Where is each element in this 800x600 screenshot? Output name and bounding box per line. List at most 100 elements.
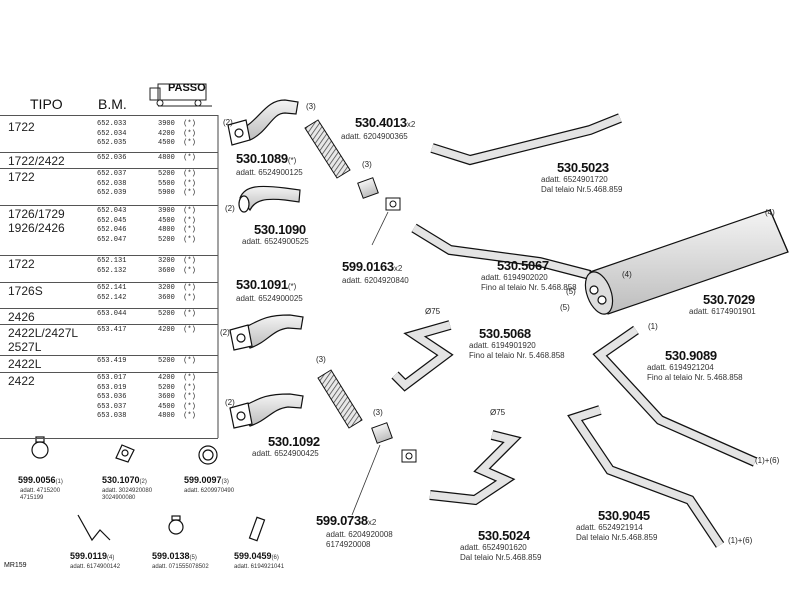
diameter-75: Ø75 xyxy=(490,408,506,417)
table-cell-tipo: 1722 xyxy=(8,120,35,134)
table-cell-tipo: 1722/2422 xyxy=(8,154,65,168)
table-cell-bm: 652.141 652.142 xyxy=(97,284,127,302)
accessory-530-1070: 530.1070(2) adatt. 3024920080 3024900080 xyxy=(102,475,153,501)
table-row-rule xyxy=(0,168,218,169)
table-cell-bm: 652.131 652.132 xyxy=(97,257,127,275)
pipe-5023 xyxy=(430,113,622,166)
part-599-0738: 599.0738x2 adatt. 6204920008 6174920008 xyxy=(316,513,393,549)
table-row-rule xyxy=(0,255,218,256)
table-cell-bm: 652.033 652.034 652.035 xyxy=(97,120,127,147)
table-cell-tipo: 1722 xyxy=(8,257,35,271)
table-cell-passo: 3200 (*) 3600 (*) xyxy=(158,257,196,275)
part-530-5068: 530.5068 adatt. 6194901920 Fino al telai… xyxy=(469,326,565,360)
part-530-9089: 530.9089 adatt. 6194921204 Fino al telai… xyxy=(647,348,743,382)
muffler-7029 xyxy=(584,209,789,315)
part-530-1091: 530.1091(*) adatt. 6524900025 xyxy=(236,277,303,303)
table-cell-bm: 653.044 xyxy=(97,310,127,318)
table-row-rule xyxy=(0,152,218,153)
table-cell-passo: 5200 (*) xyxy=(158,357,196,365)
diameter-75: Ø75 xyxy=(425,307,441,316)
table-cell-passo: 4200 (*) xyxy=(158,326,196,334)
callout-2: (2) xyxy=(220,328,230,337)
table-cell-bm: 652.037 652.038 652.039 xyxy=(97,170,127,197)
part-530-4013: 530.4013x2 adatt. 6204900365 xyxy=(341,115,416,141)
accessory-599-0056: 599.0056(1) adatt. 4715200 4715199 xyxy=(18,475,63,501)
callout-5: (5) xyxy=(566,287,576,296)
table-cell-passo: 5200 (*) xyxy=(158,310,196,318)
leader-lines xyxy=(351,211,389,516)
table-row-rule xyxy=(0,324,218,325)
table-row-rule xyxy=(0,205,218,206)
pipe-9045 xyxy=(567,405,725,548)
table-row-rule xyxy=(0,355,218,356)
callout-1-6: (1)+(6) xyxy=(728,536,753,545)
elbow-pipe-1091 xyxy=(229,314,304,351)
elbow-pipe-1089 xyxy=(227,99,299,146)
flex-hose-4013 xyxy=(304,119,351,179)
table-row-rule xyxy=(0,308,218,309)
table-cell-bm: 653.417 xyxy=(97,326,127,334)
accessory-599-0138: 599.0138(5) adatt. 071555078502 xyxy=(152,551,209,570)
accessory-599-0119: 599.0119(4) adatt. 6174900142 xyxy=(70,551,121,570)
table-cell-tipo: 2422 xyxy=(8,374,35,388)
elbow-pipe-1090 xyxy=(238,185,301,213)
callout-2: (2) xyxy=(225,204,235,213)
pipe-9089 xyxy=(592,325,758,467)
table-row-rule xyxy=(0,438,218,439)
col-header-bm: B.M. xyxy=(98,96,127,112)
col-header-passo: PASSO xyxy=(168,82,206,94)
col-header-tipo: TIPO xyxy=(30,96,63,112)
table-cell-tipo: 2422L/2427L 2527L xyxy=(8,326,79,354)
callout-3: (3) xyxy=(362,160,372,169)
elbow-pipe-1092 xyxy=(229,393,304,429)
table-cell-tipo: 2422L xyxy=(8,357,42,371)
pipe-5068 xyxy=(391,320,454,392)
table-cell-passo: 4800 (*) xyxy=(158,154,196,162)
accessory-icons xyxy=(31,436,266,542)
table-cell-passo: 3900 (*) 4500 (*) 4800 (*) 5200 (*) xyxy=(158,207,196,244)
table-cell-passo: 4200 (*) 5200 (*) 3600 (*) 4500 (*) 4800… xyxy=(158,374,196,420)
table-cell-tipo: 1726S xyxy=(8,284,43,298)
part-530-5067: 530.5067 adatt. 6194902020 Fino al telai… xyxy=(481,258,577,292)
table-cell-tipo: 1726/1729 1926/2426 xyxy=(8,207,65,235)
table-cell-bm: 653.419 xyxy=(97,357,127,365)
callout-4: (4) xyxy=(622,270,632,279)
table-header-rule xyxy=(0,115,218,116)
table-row-rule xyxy=(0,372,218,373)
table-cell-passo: 3200 (*) 3600 (*) xyxy=(158,284,196,302)
table-cell-tipo: 2426 xyxy=(8,310,35,324)
part-530-9045: 530.9045 adatt. 6524921914 Dal telaio Nr… xyxy=(576,508,658,542)
callout-3: (3) xyxy=(373,408,383,417)
part-530-1090: 530.1090 adatt. 6524900525 xyxy=(242,222,309,246)
callout-5: (5) xyxy=(560,303,570,312)
table-cell-bm: 653.017 653.019 653.036 653.037 653.038 xyxy=(97,374,127,420)
callout-2: (2) xyxy=(225,398,235,407)
pipe-5067 xyxy=(411,223,592,280)
clamps xyxy=(385,197,417,463)
callout-4: (4) xyxy=(765,208,775,217)
table-cell-passo: 3900 (*) 4200 (*) 4500 (*) xyxy=(158,120,196,147)
table-cell-bm: 652.036 xyxy=(97,154,127,162)
table-cell-bm: 652.043 652.045 652.046 652.047 xyxy=(97,207,127,244)
callout-2: (2) xyxy=(223,118,233,127)
table-cell-passo: 5200 (*) 5500 (*) 5900 (*) xyxy=(158,170,196,197)
callout-1: (1) xyxy=(648,322,658,331)
part-530-5023: 530.5023 adatt. 6524901720 Dal telaio Nr… xyxy=(541,160,623,194)
accessory-599-0097: 599.0097(3) adatt. 6209970490 xyxy=(184,475,235,494)
part-530-1092: 530.1092 adatt. 6524900425 xyxy=(252,434,320,458)
part-599-0163: 599.0163x2 adatt. 6204920840 xyxy=(342,259,409,285)
pipe-5024 xyxy=(429,430,522,506)
part-530-1089: 530.1089(*) adatt. 6524900125 xyxy=(236,151,303,177)
accessory-599-0459: 599.0459(6) adatt. 6194921041 xyxy=(234,551,285,570)
sleeves xyxy=(357,177,393,444)
callout-3: (3) xyxy=(316,355,326,364)
part-530-5024: 530.5024 adatt. 6524901620 Dal telaio Nr… xyxy=(460,528,542,562)
truck-icon xyxy=(149,83,212,107)
diagram-code: MR159 xyxy=(4,562,27,569)
table-row-rule xyxy=(0,282,218,283)
callout-1-6: (1)+(6) xyxy=(755,456,780,465)
part-530-7029: 530.7029 adatt. 6174901901 xyxy=(689,292,756,316)
callout-3: (3) xyxy=(306,102,316,111)
table-cell-tipo: 1722 xyxy=(8,170,35,184)
